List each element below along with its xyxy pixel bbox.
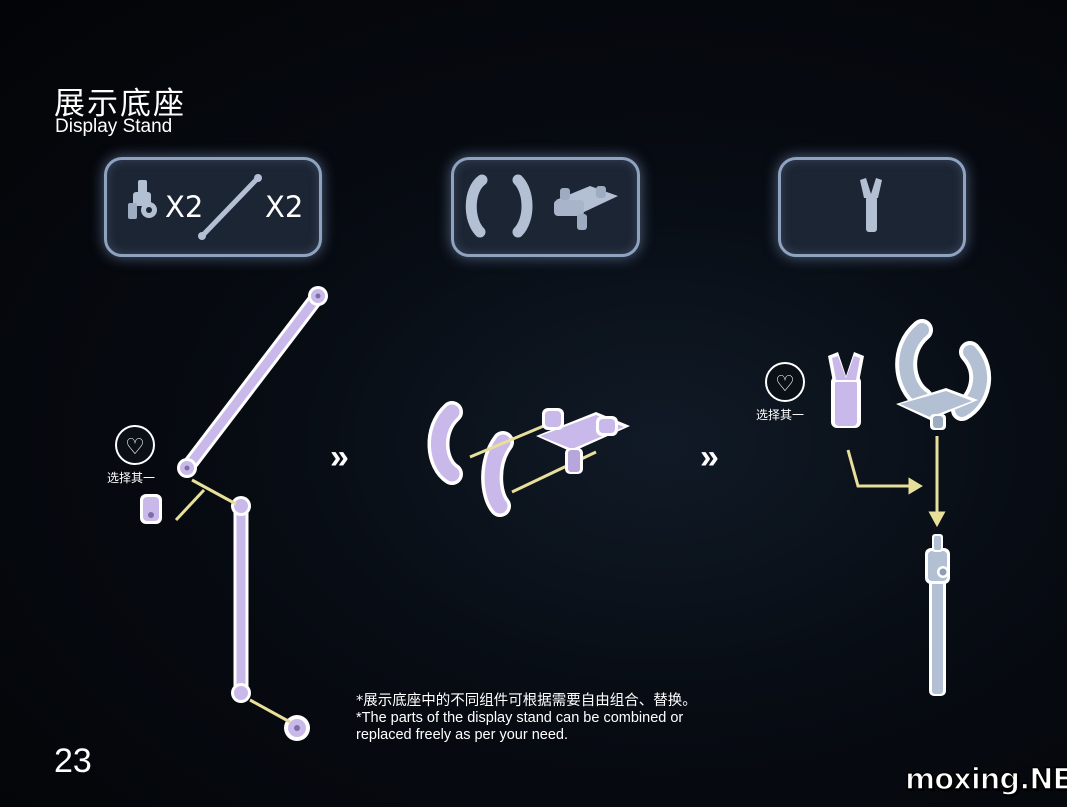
- note-zh: *展示底座中的不同组件可根据需要自由组合、替换。: [356, 693, 697, 709]
- page-title-en: Display Stand: [55, 116, 173, 137]
- clip-joint-part-icon: [128, 180, 157, 219]
- choose-one-label-2: 选择其一: [756, 408, 805, 422]
- base-plate-part-icon: [554, 186, 618, 230]
- page-title-zh: 展示底座: [54, 86, 186, 122]
- guide-lines-step1: [174, 478, 291, 724]
- quantity-label-a: X2: [165, 190, 204, 224]
- parts-box-1: [104, 157, 322, 257]
- long-rod-part: [177, 286, 328, 478]
- parts-box-2: [451, 157, 640, 257]
- clamp-assembly-part: [895, 319, 991, 430]
- base-plate-part: [536, 408, 630, 474]
- vertical-rod-part: [231, 496, 251, 703]
- step-arrow-1: »: [330, 438, 349, 476]
- choose-one-label-1: 选择其一: [107, 471, 156, 485]
- arm-parts-icon: [465, 174, 533, 238]
- assembly-note: *展示底座中的不同组件可根据需要自由组合、替换。 *The parts of t…: [356, 693, 697, 744]
- rod-part-icon: [198, 174, 262, 240]
- end-clip-part: [284, 715, 310, 741]
- page-number: 23: [54, 742, 92, 780]
- fork-holder-part-icon: [860, 178, 882, 232]
- note-en-line1: *The parts of the display stand can be c…: [356, 710, 684, 726]
- heart-icon: ♡: [765, 362, 805, 402]
- note-en-line2: replaced freely as per your need.: [356, 727, 568, 743]
- heart-icon: ♡: [115, 425, 155, 465]
- curved-arm-parts: [427, 401, 514, 517]
- guide-arrows-step3: [846, 436, 946, 528]
- watermark-logo: moxing.NET: [904, 761, 1067, 797]
- fork-holder-part: [828, 352, 864, 428]
- small-clip-part: [140, 494, 162, 524]
- stand-post-part: [925, 534, 950, 696]
- quantity-label-b: X2: [265, 190, 304, 224]
- step-arrow-2: »: [700, 438, 719, 476]
